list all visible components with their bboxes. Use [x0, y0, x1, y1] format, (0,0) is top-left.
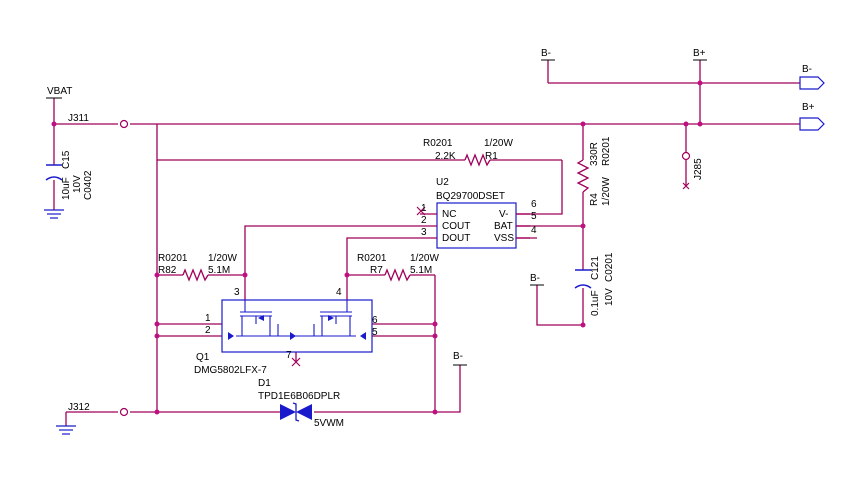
- d1-rating: 5VWM: [314, 418, 344, 429]
- connector-j285: J285: [681, 151, 704, 190]
- r82-footprint: R0201: [158, 253, 188, 264]
- u2-pin-dout: DOUT: [442, 233, 470, 244]
- u2-pin-1-num: 1: [421, 203, 427, 214]
- q1-pin-6: 6: [372, 315, 378, 326]
- q1-part: DMG5802LFX-7: [194, 365, 267, 376]
- j311-label: J311: [68, 113, 89, 124]
- q1-pin-7: 7: [286, 350, 292, 361]
- c121-voltage: 10V: [604, 288, 615, 306]
- port-b-minus-label: B-: [802, 64, 812, 75]
- q1-pin-5: 5: [372, 327, 378, 338]
- c15-ref: C15: [61, 150, 72, 169]
- u2-pin-vminus: V-: [499, 209, 508, 220]
- net-b-plus-top: B+: [693, 48, 707, 61]
- r1-ref: R1: [485, 151, 498, 162]
- r7-value: 5.1M: [410, 265, 432, 276]
- resistor-r4: 330R R0201 R4 1/20W: [576, 136, 612, 206]
- r4-ref: R4: [589, 193, 600, 206]
- q1-pin-3: 3: [234, 287, 240, 298]
- r7-power: 1/20W: [410, 253, 439, 264]
- r4-power: 1/20W: [601, 177, 612, 206]
- capacitor-c121: C121 0.1uF 10V C0201: [574, 252, 615, 316]
- r4-value: 330R: [589, 142, 600, 166]
- b-minus-top-label: B-: [541, 48, 551, 59]
- u2-pin-cout: COUT: [442, 221, 470, 232]
- tvs-diode-d1: D1 TPD1E6B06DPLR 5VWM: [258, 378, 344, 429]
- u2-pin-bat: BAT: [494, 221, 513, 232]
- j285-label: J285: [693, 158, 704, 180]
- q1-pin-4: 4: [336, 287, 342, 298]
- r1-footprint: R0201: [423, 138, 453, 149]
- c121-value: 0.1uF: [590, 290, 601, 316]
- b-minus-bottom-label: B-: [453, 351, 463, 362]
- d1-ref: D1: [258, 378, 271, 389]
- u2-pin-3-num: 3: [421, 227, 427, 238]
- c121-ref: C121: [590, 256, 601, 280]
- port-b-minus: B-: [799, 64, 825, 90]
- resistor-r1: R0201 1/20W 2.2K R1: [423, 138, 513, 167]
- wires: [53, 60, 800, 426]
- c15-footprint: C0402: [83, 170, 94, 200]
- r4-footprint: R0201: [601, 136, 612, 166]
- connector-j311: J311: [68, 113, 129, 129]
- q1-pin-2: 2: [205, 325, 211, 336]
- port-b-plus-label: B+: [802, 102, 815, 113]
- r1-power: 1/20W: [484, 138, 513, 149]
- u2-pin-vss: VSS: [494, 233, 514, 244]
- vbat-label: VBAT: [47, 86, 72, 97]
- u2-pin-6-num: 6: [531, 199, 537, 210]
- net-b-minus-c121: B-: [530, 273, 544, 286]
- u2-pin-2-num: 2: [421, 215, 427, 226]
- r82-power: 1/20W: [208, 253, 237, 264]
- net-b-minus-top: B-: [541, 48, 555, 61]
- r7-footprint: R0201: [357, 253, 387, 264]
- net-b-minus-bottom: B-: [453, 351, 467, 366]
- c15-voltage: 10V: [72, 175, 83, 193]
- mosfet-q1: 3 4 1 2 6 5 7 Q1 DMG5802LFX-7: [194, 287, 378, 376]
- r1-value: 2.2K: [435, 151, 456, 162]
- q1-pin-1: 1: [205, 313, 211, 324]
- r7-ref: R7: [370, 265, 383, 276]
- u2-pin-4-num: 4: [531, 225, 537, 236]
- d1-part: TPD1E6B06DPLR: [258, 391, 340, 402]
- net-vbat: VBAT: [46, 86, 72, 99]
- capacitor-c15: C15 10uF 10V C0402: [45, 150, 94, 200]
- c121-footprint: C0201: [604, 252, 615, 282]
- resistor-r82: R0201 1/20W R82 5.1M: [158, 253, 237, 282]
- c15-value: 10uF: [61, 177, 72, 200]
- u2-ref: U2: [436, 177, 449, 188]
- b-minus-c121-label: B-: [530, 273, 540, 284]
- u2-part: BQ29700DSET: [436, 191, 505, 202]
- port-b-plus: B+: [799, 102, 825, 131]
- j312-label: J312: [68, 402, 90, 413]
- q1-ref: Q1: [196, 352, 210, 363]
- r82-value: 5.1M: [208, 265, 230, 276]
- ic-u2: U2 BQ29700DSET 1 2 3 NC COUT DOUT V- BAT…: [416, 177, 537, 249]
- resistor-r7: R0201 1/20W R7 5.1M: [357, 253, 439, 282]
- u2-pin-5-num: 5: [531, 211, 537, 222]
- u2-pin-nc: NC: [442, 209, 456, 220]
- b-plus-top-label: B+: [693, 48, 706, 59]
- connector-j312: J312: [68, 402, 129, 417]
- ground-symbol: [44, 209, 76, 435]
- r82-ref: R82: [158, 265, 177, 276]
- junctions: [51, 80, 703, 415]
